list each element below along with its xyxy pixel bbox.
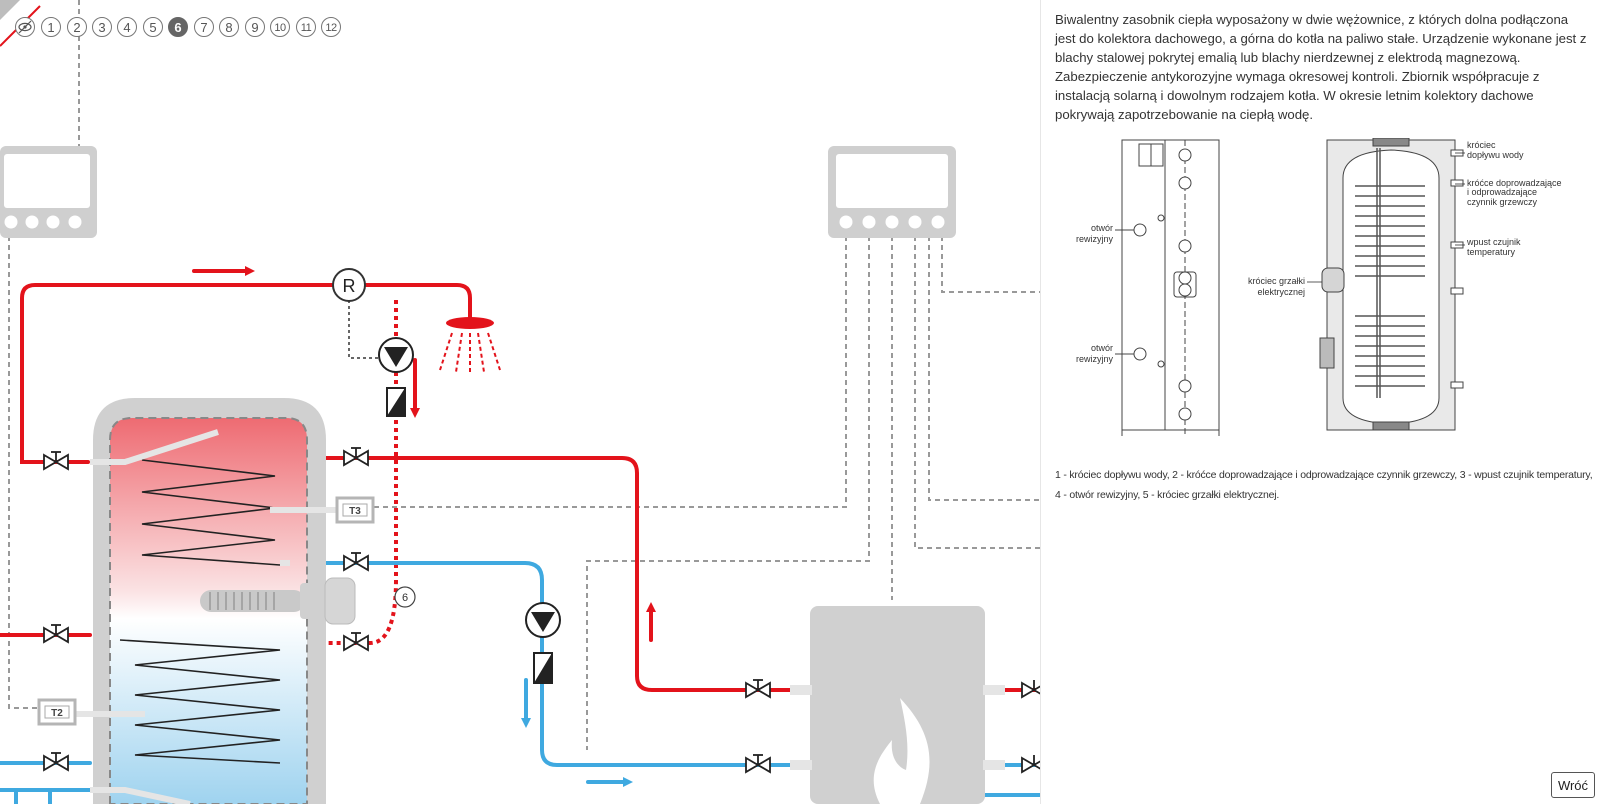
- diagram-canvas: T3 T2 R: [0, 0, 1040, 804]
- regulator: R: [332, 268, 366, 302]
- tank-section-view: [1319, 137, 1464, 431]
- sensor-t2: T2: [37, 698, 77, 726]
- step-button-9[interactable]: 9: [245, 17, 265, 37]
- step-button-1[interactable]: 1: [41, 17, 61, 37]
- sensor-t3-label: T3: [349, 506, 361, 517]
- flame-icon: [873, 698, 930, 804]
- control-wires: [8, 0, 1040, 750]
- info-panel: Biwalentny zasobnik ciepła wyposażony w …: [1055, 10, 1590, 124]
- electric-heater: [200, 577, 356, 625]
- leader-lines: [1307, 152, 1465, 283]
- regulator-signal: [348, 300, 378, 359]
- pump-boiler: [525, 602, 561, 684]
- pump-circulation: [378, 337, 414, 417]
- step-marker: 6: [394, 586, 416, 608]
- drawing-caption: 1 - króciec dopływu wody, 2 - króćce dop…: [1055, 465, 1595, 505]
- step-button-2[interactable]: 2: [67, 17, 87, 37]
- storage-tank: [40, 398, 356, 804]
- step-button-11[interactable]: 11: [296, 17, 316, 37]
- boiler: [790, 606, 1005, 804]
- step-button-8[interactable]: 8: [219, 17, 239, 37]
- panel-divider: [1040, 0, 1041, 804]
- sensor-t2-label: T2: [51, 708, 63, 719]
- controller-right: [828, 146, 956, 238]
- visibility-toggle[interactable]: [15, 17, 35, 37]
- caption-line-2: 4 - otwór rewizyjny, 5 - króciec grzałki…: [1055, 489, 1280, 501]
- caption-line-1: 1 - króciec dopływu wody, 2 - króćce dop…: [1055, 469, 1593, 481]
- step-button-12[interactable]: 12: [321, 17, 341, 37]
- step-button-7[interactable]: 7: [194, 17, 214, 37]
- tank-front-view: [1115, 139, 1220, 436]
- controller-left: [0, 146, 97, 238]
- step-button-10[interactable]: 10: [270, 17, 290, 37]
- step-button-4[interactable]: 4: [117, 17, 137, 37]
- shower-head-icon: [439, 317, 501, 373]
- step-navigation: 1 2 3 4 5 6 7 8 9 10 11 12: [0, 0, 360, 56]
- step-button-6[interactable]: 6: [168, 17, 188, 37]
- hot-arrows: [245, 266, 656, 612]
- sensor-t3: T3: [335, 496, 375, 524]
- circulation-pipe: [300, 300, 398, 645]
- regulator-label: R: [343, 276, 356, 296]
- valves: [43, 447, 1040, 774]
- step-marker-label: 6: [402, 592, 408, 604]
- cold-arrows: [521, 718, 633, 787]
- back-button[interactable]: Wróć: [1551, 772, 1595, 798]
- installation-diagram: T3 T2 R: [0, 0, 1040, 804]
- eye-off-icon: [18, 20, 32, 34]
- panel-description: Biwalentny zasobnik ciepła wyposażony w …: [1055, 12, 1587, 122]
- step-button-5[interactable]: 5: [143, 17, 163, 37]
- step-button-3[interactable]: 3: [92, 17, 112, 37]
